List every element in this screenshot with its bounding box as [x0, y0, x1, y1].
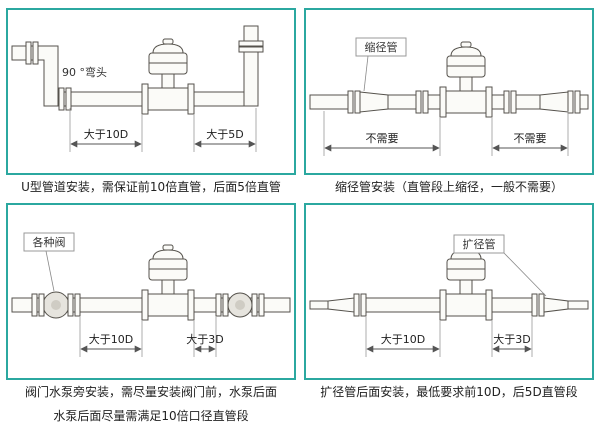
dimension-right: 不需要	[491, 111, 569, 156]
flowmeter	[439, 41, 493, 118]
dim-left-label: 不需要	[366, 132, 399, 145]
pipe-run	[309, 90, 589, 114]
callout-label: 90 °弯头	[62, 65, 107, 79]
reducer-diagram: 缩径管 不需要 不需要	[309, 37, 589, 156]
dim-right-label: 大于5D	[206, 127, 243, 141]
valve-core	[51, 300, 61, 310]
flowmeter	[439, 244, 493, 321]
panel-caption-line2: 水泵后面尽量需满足10倍口径直管段	[53, 409, 249, 423]
dimension-right: 大于3D	[491, 317, 533, 357]
dimension-right: 大于5D	[193, 108, 257, 152]
flange-pair	[503, 90, 517, 114]
right-riser	[243, 51, 259, 107]
pipe-run	[309, 293, 589, 317]
callout-label: 缩径管	[365, 40, 398, 54]
panel-caption: U型管道安装，需保证前10倍直管，后面5倍直管	[21, 180, 281, 194]
flange-pair	[531, 293, 545, 317]
reducer-cone	[359, 91, 389, 113]
dimension-right: 大于3D	[186, 317, 224, 357]
pipe-run	[11, 25, 264, 111]
dimension-left: 大于10D	[69, 108, 143, 152]
dimension-left: 不需要	[323, 111, 441, 156]
valve-pump-diagram-box: 各种阀 大于10D 大于3D	[6, 203, 296, 380]
flange-pair	[353, 293, 367, 317]
panel-valve-pump: 各种阀 大于10D 大于3D 阀门水泵旁安装，需尽量安装阀门前，水泵后面 水	[6, 203, 296, 430]
expander-diagram: 扩径管 大于10D 大于3D	[309, 234, 589, 357]
u-type-diagram-box: 90 °弯头 大于10D 大于5D	[6, 8, 296, 175]
u-type-diagram: 90 °弯头 大于10D 大于5D	[11, 25, 264, 152]
flowmeter	[141, 244, 195, 321]
callout-label: 扩径管	[463, 237, 496, 251]
left-elbow	[11, 45, 59, 107]
panel-expander: 扩径管 大于10D 大于3D 扩径管后面安装，最低要求前10D，后5D直管段	[304, 203, 594, 430]
panel-caption: 扩径管后面安装，最低要求前10D，后5D直管段	[320, 385, 578, 399]
flange-pair	[347, 90, 361, 114]
reducer-cone	[539, 91, 569, 113]
panel-u-type: 90 °弯头 大于10D 大于5D U型管道安装，需保证前10倍直管，后面5倍直…	[6, 8, 296, 203]
expander-cone	[543, 297, 569, 313]
reducer-diagram-box: 缩径管 不需要 不需要	[304, 8, 594, 175]
valve-pump-diagram: 各种阀 大于10D 大于3D	[11, 232, 291, 357]
callout: 缩径管	[355, 37, 407, 92]
dim-left-label: 大于10D	[89, 332, 133, 346]
valve-core	[235, 300, 245, 310]
panel-caption: 缩径管安装（直管段上缩径，一般不需要）	[334, 180, 563, 194]
expander-diagram-box: 扩径管 大于10D 大于3D	[304, 203, 594, 380]
flowmeter	[141, 38, 195, 115]
callout: 各种阀	[23, 232, 75, 292]
dim-right-label: 大于3D	[186, 332, 223, 346]
callout: 扩径管	[453, 234, 547, 297]
panel-reducer: 缩径管 不需要 不需要 缩径管安装（直管段上缩径，一般不需要）	[304, 8, 594, 203]
riser-flange	[238, 46, 264, 53]
panel-caption: 阀门水泵旁安装，需尽量安装阀门前，水泵后面	[24, 385, 277, 399]
right-riser-stub	[243, 25, 259, 43]
dim-right-label: 大于3D	[493, 332, 530, 346]
pipe-run	[11, 291, 291, 319]
dimension-left: 大于10D	[365, 317, 441, 357]
flange-pair	[415, 90, 429, 114]
riser-flange	[238, 40, 264, 47]
expander-cone	[327, 297, 355, 313]
callout-label: 各种阀	[33, 235, 66, 249]
dim-left-label: 大于10D	[84, 127, 128, 141]
flange-pair	[567, 90, 581, 114]
dim-left-label: 大于10D	[381, 332, 425, 346]
dim-right-label: 不需要	[514, 132, 547, 145]
dimension-left: 大于10D	[79, 317, 143, 357]
